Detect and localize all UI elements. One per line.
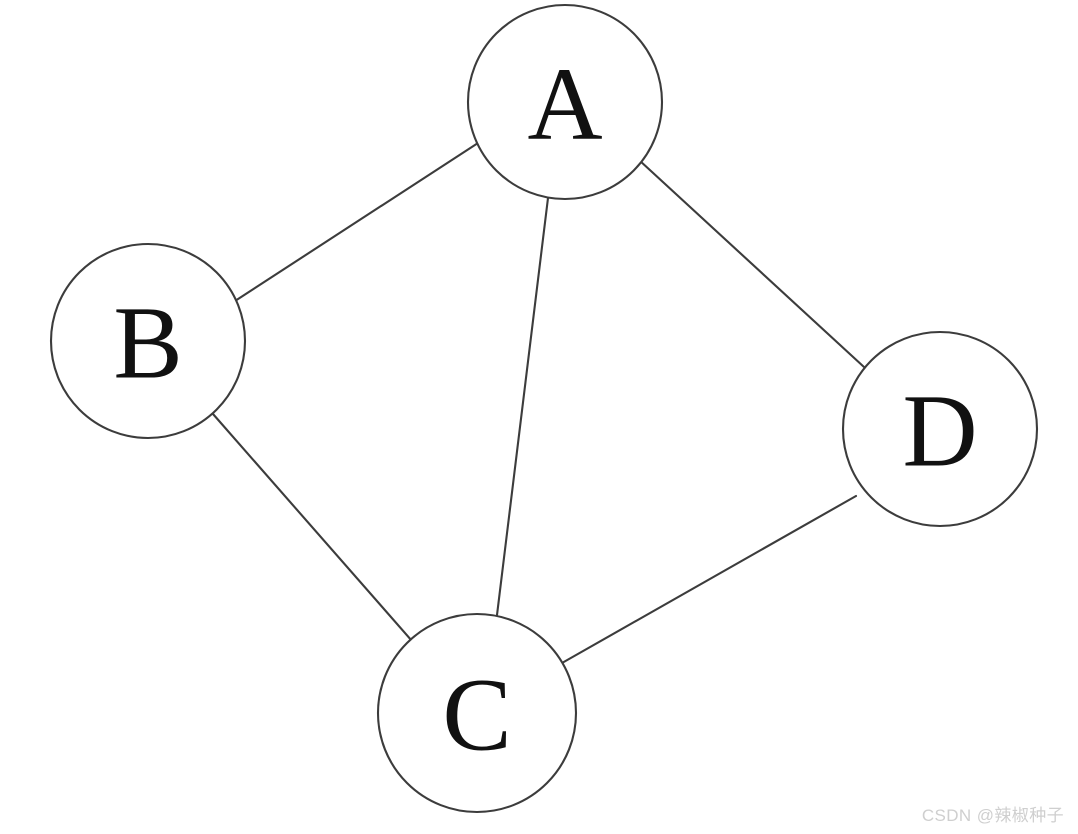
node-label-d: D <box>902 374 977 489</box>
graph-node-d: D <box>841 330 1039 528</box>
node-circle-c <box>376 612 578 814</box>
graph-edge-a-c <box>495 196 550 617</box>
graph-edge-b-c <box>211 412 414 643</box>
node-label-c: C <box>442 658 511 773</box>
graph-node-a: A <box>466 3 664 201</box>
graph-edge-a-b <box>233 141 480 303</box>
graph-node-c: C <box>376 612 578 814</box>
graph-edge-c-d <box>560 494 858 665</box>
graph-node-b: B <box>49 242 247 440</box>
node-label-b: B <box>113 286 182 401</box>
node-circle-b <box>49 242 247 440</box>
nodes-layer: A B C D <box>49 3 1039 814</box>
node-circle-a <box>466 3 664 201</box>
node-label-a: A <box>527 47 602 162</box>
csdn-watermark: CSDN @辣椒种子 <box>921 806 1064 825</box>
edges-layer <box>211 141 866 665</box>
graph-edge-a-d <box>637 158 866 369</box>
node-circle-d <box>841 330 1039 528</box>
